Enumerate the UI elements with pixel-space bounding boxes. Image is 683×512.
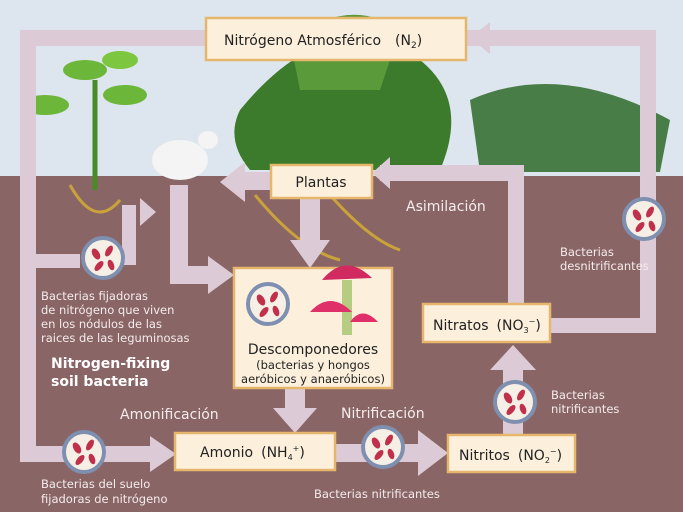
amonio-formula: (NH xyxy=(261,445,287,461)
svg-text:Nitritos(NO2−): Nitritos (NO2−) xyxy=(459,447,562,465)
nitratos-close: ) xyxy=(535,318,540,334)
fijadoras-nodulos-1: Bacterias fijadoras xyxy=(41,289,148,303)
desnitrificantes-label-1: Bacterias xyxy=(560,245,614,259)
descomponedores-label: Descomponedores xyxy=(248,342,378,358)
bacteria-icon xyxy=(493,380,537,424)
suelo-fijadoras-2: fijadoras de nitrógeno xyxy=(41,492,167,506)
suelo-fijadoras-1: Bacterias del suelo xyxy=(41,477,150,491)
descomponedores-line2: (bacterias y hongos xyxy=(256,358,370,372)
box-amonio xyxy=(173,431,337,472)
nitratos-sup: − xyxy=(529,317,536,326)
nitritos-sub: 2 xyxy=(545,456,550,465)
bacteria-icon xyxy=(361,425,405,469)
nitratos-formula: (NO xyxy=(497,318,524,334)
n2-close: ) xyxy=(417,33,422,49)
n2-formula: (N xyxy=(395,33,411,49)
fijadoras-nodulos-4: raices de las leguminosas xyxy=(41,331,190,345)
nitratos-label: Nitratos xyxy=(433,318,489,334)
plants-illustration xyxy=(21,14,670,262)
amonio-label: Amonio xyxy=(200,445,253,461)
nitrificacion-label: Nitrificación xyxy=(341,406,425,422)
nitratos-sub: 3 xyxy=(524,326,529,335)
svg-text:Nitrógeno Atmosférico(N2): Nitrógeno Atmosférico (N2) xyxy=(224,33,422,51)
nitrogen-fixing-1: Nitrogen-fixing xyxy=(51,356,170,372)
box-nitratos xyxy=(421,302,552,344)
nitrogen-fixing-2: soil bacteria xyxy=(51,374,149,390)
arrows xyxy=(20,22,656,476)
asimilacion-label: Asimilación xyxy=(406,199,486,215)
amonio-sup: + xyxy=(293,444,300,453)
n2-sub: 2 xyxy=(411,41,417,51)
amonificacion-label: Amonificación xyxy=(120,407,219,423)
nitrificantes-right-1: Bacterias xyxy=(551,388,605,402)
descomponedores-line3: aeróbicos y anaeróbicos) xyxy=(241,372,385,386)
n2-label: Nitrógeno Atmosférico xyxy=(224,33,381,49)
fijadoras-nodulos-2: de nitrógeno que viven xyxy=(41,303,174,317)
box-nitrogeno-atmosferico xyxy=(204,16,468,62)
nitritos-close: ) xyxy=(557,448,562,464)
fijadoras-nodulos-3: en los nódulos de las xyxy=(41,317,162,331)
plantas-label: Plantas xyxy=(295,175,346,191)
nitritos-formula: (NO xyxy=(518,448,545,464)
bacteria-icon xyxy=(246,282,290,326)
amonio-close: ) xyxy=(299,445,304,461)
svg-text:Nitratos(NO3−): Nitratos (NO3−) xyxy=(433,317,541,335)
svg-text:Amonio(NH4+): Amonio (NH4+) xyxy=(200,444,305,462)
nitritos-sup: − xyxy=(550,447,557,456)
bacteria-icon xyxy=(81,236,125,280)
nitrificantes-bottom: Bacterias nitrificantes xyxy=(314,487,440,501)
rabbit-illustration xyxy=(152,140,208,180)
nitrificantes-right-2: nitrificantes xyxy=(551,402,619,416)
desnitrificantes-label-2: desnitrificantes xyxy=(560,259,649,273)
mushroom-illustration xyxy=(310,265,378,335)
box-nitritos xyxy=(446,433,577,474)
bacteria-icon xyxy=(62,430,106,474)
bacteria-icon xyxy=(622,197,666,241)
amonio-sub: 4 xyxy=(288,453,293,462)
box-plantas xyxy=(269,163,374,200)
nitritos-label: Nitritos xyxy=(459,448,510,464)
